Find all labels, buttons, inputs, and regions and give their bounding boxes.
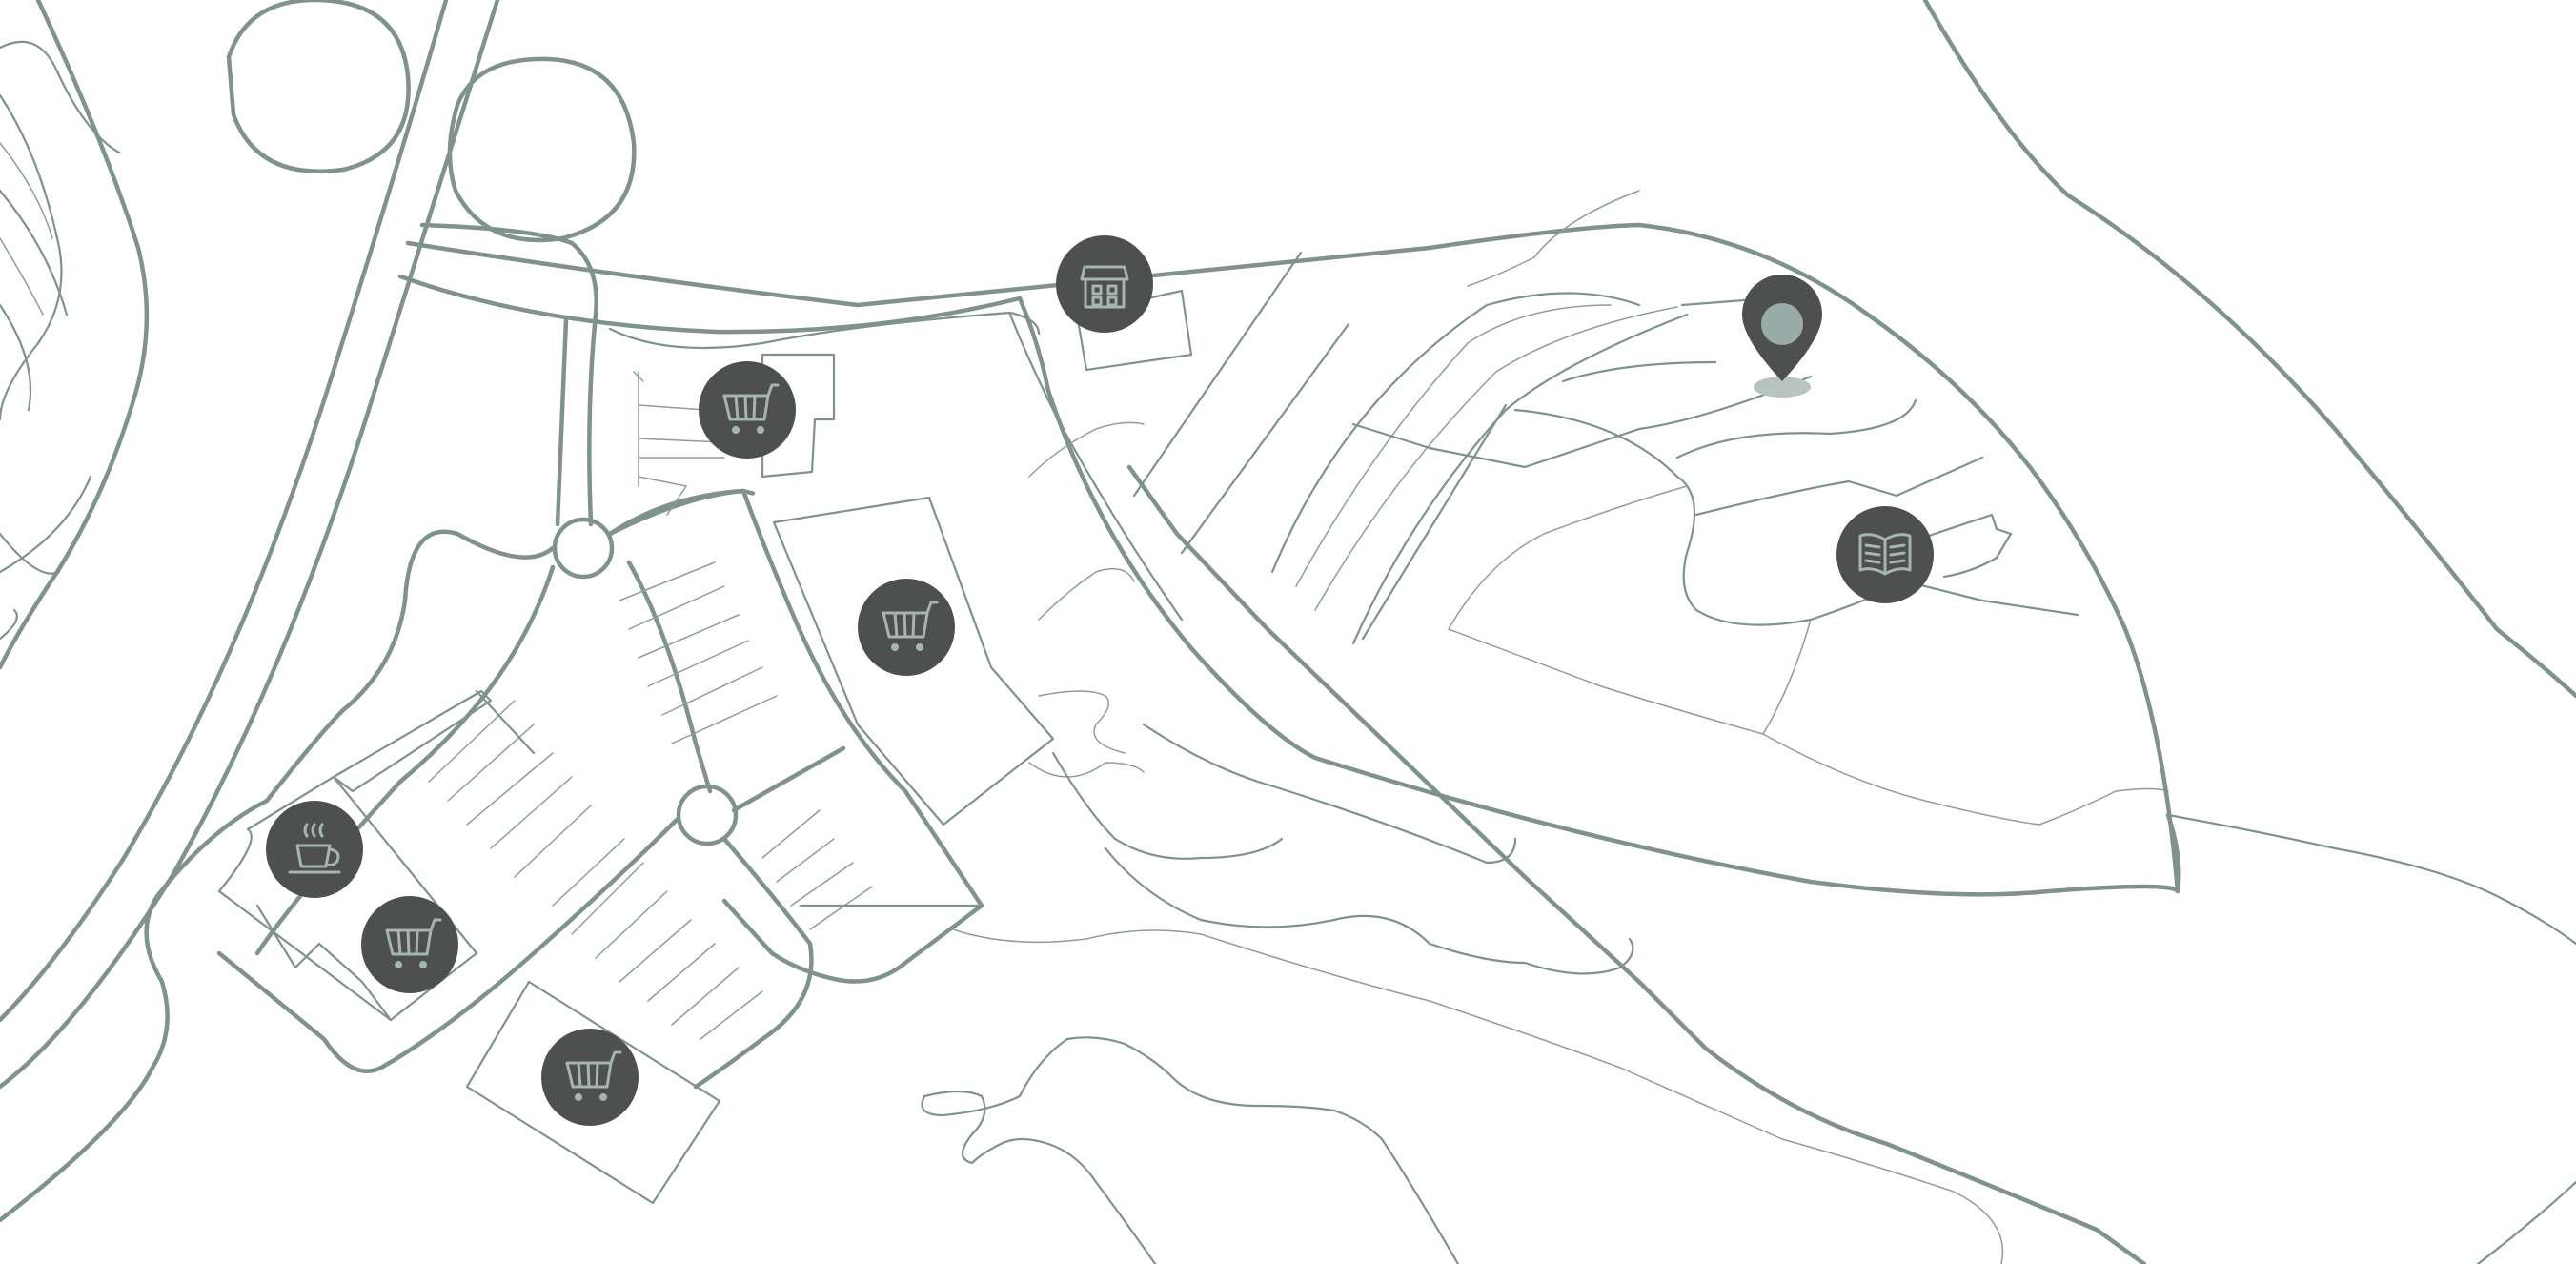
shopping-cart-icon[interactable] <box>361 896 458 993</box>
coffee-cup-icon[interactable] <box>266 801 363 898</box>
storefront-icon[interactable] <box>1056 235 1153 333</box>
shopping-cart-icon[interactable] <box>699 361 796 459</box>
shopping-cart-icon[interactable] <box>541 1029 639 1126</box>
location-pin-icon[interactable] <box>1742 275 1822 398</box>
shopping-cart-icon[interactable] <box>858 579 955 676</box>
open-book-icon[interactable] <box>1836 506 1934 603</box>
